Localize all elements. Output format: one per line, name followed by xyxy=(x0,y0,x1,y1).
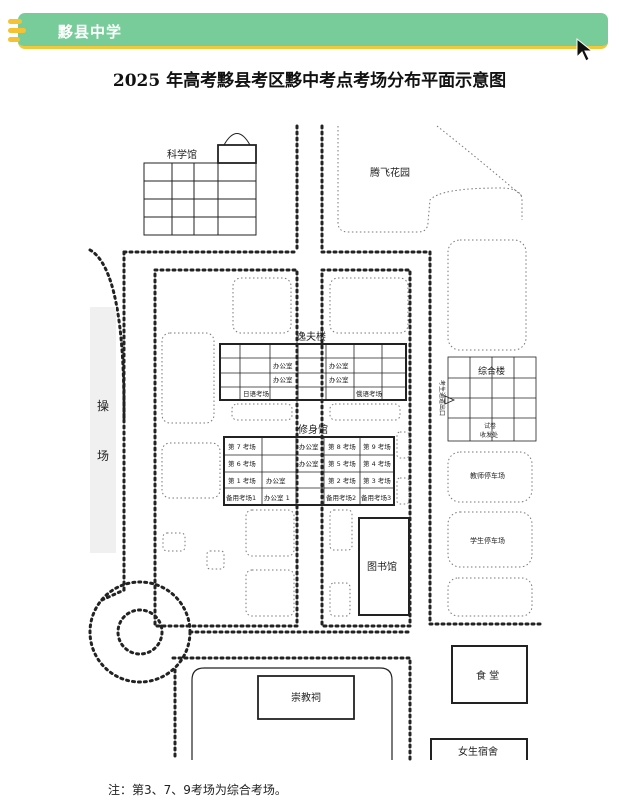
yifu-office-1: 办公室 xyxy=(273,361,293,370)
science-hall xyxy=(143,133,257,236)
yifu-office-3: 办公室 xyxy=(273,375,293,384)
office-d: 办公室 1 xyxy=(264,493,290,502)
canteen xyxy=(451,645,528,704)
canteen-label: 食 堂 xyxy=(476,669,499,682)
student-parking-label: 学生停车场 xyxy=(470,536,505,545)
room-9: 第 9 考场 xyxy=(363,442,391,451)
room-6: 第 6 考场 xyxy=(228,459,256,468)
zonghe-building-label: 综合楼 xyxy=(478,365,505,377)
entrance-arrow-icon xyxy=(444,395,455,405)
yifu-building-label: 逸夫楼 xyxy=(296,330,326,343)
room-7: 第 7 考场 xyxy=(228,442,256,451)
yifu-japanese-room: 日语考场 xyxy=(243,389,270,398)
spare-room-1: 备用考场1 xyxy=(226,493,256,502)
girls-dorm-label: 女生宿舍 xyxy=(458,745,498,758)
zonghe-building xyxy=(447,356,537,442)
office-b: 办公室 xyxy=(299,459,319,468)
xiushen-hall-label: 修身馆 xyxy=(298,423,328,436)
banner-decoration-icon xyxy=(8,19,32,47)
teacher-parking-label: 教师停车场 xyxy=(470,471,505,480)
page-title: 2025 年高考黟县考区黟中考点考场分布平面示意图 xyxy=(112,71,507,91)
room-1: 第 1 考场 xyxy=(228,476,256,485)
candidate-entrance-label: 考生通道出口 xyxy=(438,380,446,416)
yifu-office-2: 办公室 xyxy=(329,361,349,370)
yifu-russian-room: 俄语考场 xyxy=(356,389,383,398)
room-3: 第 3 考场 xyxy=(363,476,391,485)
xiushen-hall xyxy=(223,436,395,506)
room-2: 第 2 考场 xyxy=(328,476,356,485)
science-hall-label: 科学馆 xyxy=(167,148,197,161)
yifu-building xyxy=(219,343,407,401)
girls-dorm xyxy=(430,738,528,760)
playground-label-1: 操 xyxy=(97,398,109,413)
roads xyxy=(88,124,542,762)
spare-room-3: 备用考场3 xyxy=(361,493,391,502)
room-5: 第 5 考场 xyxy=(328,459,356,468)
mouse-cursor-icon xyxy=(576,37,594,62)
playground-label-2: 场 xyxy=(97,449,109,463)
office-a: 办公室 xyxy=(299,442,319,451)
yifu-office-4: 办公室 xyxy=(329,375,349,384)
tengfei-garden-label: 腾飞花园 xyxy=(370,166,410,179)
exam-office-label-2: 收发处 xyxy=(480,431,498,439)
green-blocks xyxy=(161,125,533,617)
room-4: 第 4 考场 xyxy=(363,459,391,468)
chongjiao-area xyxy=(191,667,393,760)
office-c: 办公室 xyxy=(266,476,286,485)
room-8: 第 8 考场 xyxy=(328,442,356,451)
library xyxy=(358,517,410,616)
chongjiao-hall-label: 崇教祠 xyxy=(291,691,321,704)
playground xyxy=(90,307,116,553)
header-banner: 黟县中学 xyxy=(18,13,608,49)
exam-office-label-1: 试卷 xyxy=(484,422,496,430)
spare-room-2: 备用考场2 xyxy=(326,493,356,502)
footnote: 注：第3、7、9考场为综合考场。 xyxy=(108,783,287,797)
school-name: 黟县中学 xyxy=(58,23,123,41)
library-label: 图书馆 xyxy=(367,560,397,573)
